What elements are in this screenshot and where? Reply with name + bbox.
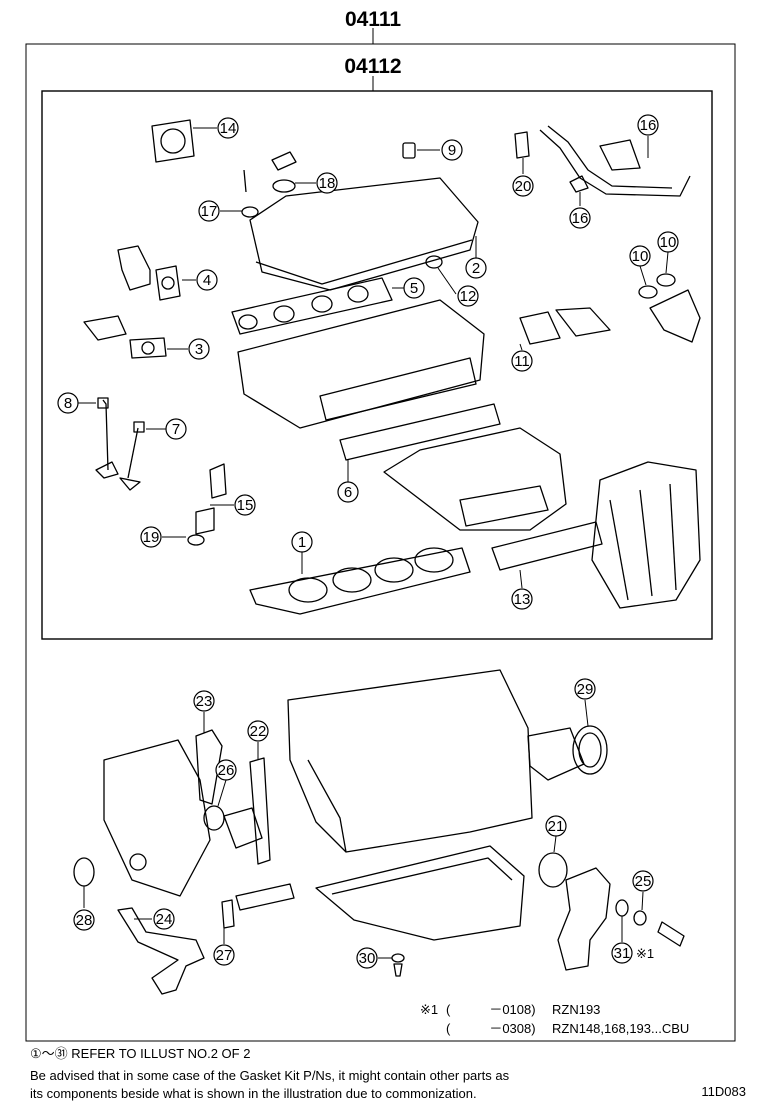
part-drawings-upper (83, 119, 701, 615)
svg-text:23: 23 (196, 693, 213, 710)
svg-text:10: 10 (660, 234, 677, 251)
svg-text:9: 9 (448, 142, 456, 159)
callout-12[interactable]: 12 (457, 285, 479, 307)
svg-text:11: 11 (514, 353, 530, 370)
callout-17[interactable]: 17 (198, 200, 220, 222)
svg-text:16: 16 (640, 117, 657, 134)
svg-text:28: 28 (76, 912, 93, 929)
svg-text:1: 1 (298, 534, 306, 551)
callout-20[interactable]: 20 (512, 175, 534, 197)
svg-text:3: 3 (195, 341, 203, 358)
note-1-models: RZN193 (552, 1002, 600, 1017)
svg-text:10: 10 (632, 248, 649, 265)
svg-text:16: 16 (572, 210, 589, 227)
callout-31[interactable]: 31 (611, 942, 633, 964)
callout-10a[interactable]: 10 (629, 245, 651, 267)
callout-7[interactable]: 7 (165, 418, 187, 440)
svg-text:5: 5 (410, 280, 418, 297)
svg-text:25: 25 (635, 873, 652, 890)
callout-14[interactable]: 14 (217, 117, 239, 139)
illustration-code: 11D083 (701, 1084, 746, 1099)
callout-24[interactable]: 24 (153, 908, 175, 930)
svg-text:31: 31 (614, 945, 631, 962)
svg-text:6: 6 (344, 484, 352, 501)
callout-23[interactable]: 23 (193, 690, 215, 712)
callout-6[interactable]: 6 (337, 481, 359, 503)
svg-text:8: 8 (64, 395, 72, 412)
svg-text:22: 22 (250, 723, 267, 740)
svg-text:15: 15 (237, 497, 254, 514)
inner-kit-frame (41, 90, 713, 640)
callout-10b[interactable]: 10 (657, 231, 679, 253)
svg-text:18: 18 (319, 175, 336, 192)
callout-13[interactable]: 13 (511, 588, 533, 610)
svg-text:4: 4 (203, 272, 211, 289)
leader-lines (78, 127, 669, 959)
callout-26[interactable]: 26 (215, 759, 237, 781)
outer-kit-frame (25, 43, 736, 1042)
svg-text:14: 14 (220, 120, 237, 137)
footer-advice-line-1: Be advised that in some case of the Gask… (30, 1068, 510, 1083)
callout-28[interactable]: 28 (73, 909, 95, 931)
svg-text:13: 13 (514, 591, 531, 608)
footer-refer-note: ①～㉛ REFER TO ILLUST NO.2 OF 2 (30, 1046, 251, 1061)
application-notes: ※1 ( －0108) RZN193 ( －0308) RZN148,168,1… (420, 1002, 689, 1036)
svg-text:30: 30 (359, 950, 376, 967)
callout-9[interactable]: 9 (441, 139, 463, 161)
callout-2[interactable]: 2 (465, 257, 487, 279)
note-2-range: ( －0308) (446, 1021, 536, 1036)
callout-8[interactable]: 8 (57, 392, 79, 414)
svg-text:12: 12 (460, 288, 477, 305)
callout-30[interactable]: 30 (356, 947, 378, 969)
svg-text:2: 2 (472, 260, 480, 277)
callout-3[interactable]: 3 (188, 338, 210, 360)
svg-text:29: 29 (577, 681, 594, 698)
kit-number-outer[interactable]: 04111 (345, 8, 401, 31)
svg-text:24: 24 (156, 911, 173, 928)
callout-4[interactable]: 4 (196, 269, 218, 291)
svg-text:20: 20 (515, 178, 532, 195)
note-1-range: ( －0108) (446, 1002, 536, 1017)
svg-text:19: 19 (143, 529, 160, 546)
callout-11[interactable]: 11 (511, 350, 533, 372)
callout-5[interactable]: 5 (403, 277, 425, 299)
svg-text:7: 7 (172, 421, 180, 438)
callout-19[interactable]: 19 (140, 526, 162, 548)
note-1-mark: ※1 (420, 1002, 438, 1017)
svg-text:21: 21 (548, 818, 565, 835)
callout-16b[interactable]: 16 (569, 207, 591, 229)
kit-number-inner[interactable]: 04112 (344, 55, 401, 78)
callout-18[interactable]: 18 (316, 172, 338, 194)
callout-21[interactable]: 21 (545, 815, 567, 837)
callout-16a[interactable]: 16 (637, 114, 659, 136)
callout-15[interactable]: 15 (234, 494, 256, 516)
callout-25[interactable]: 25 (632, 870, 654, 892)
svg-text:26: 26 (218, 762, 235, 779)
part-drawings-lower (73, 669, 685, 995)
note-2-models: RZN148,168,193...CBU (552, 1021, 689, 1036)
asterisk-note-label: ※1 (636, 946, 654, 961)
callout-27[interactable]: 27 (213, 944, 235, 966)
callout-1[interactable]: 1 (291, 531, 313, 553)
svg-text:27: 27 (216, 947, 233, 964)
footer-advice-line-2: its components beside what is shown in t… (30, 1086, 477, 1101)
svg-text:17: 17 (201, 203, 218, 220)
callout-29[interactable]: 29 (574, 678, 596, 700)
callout-22[interactable]: 22 (247, 720, 269, 742)
